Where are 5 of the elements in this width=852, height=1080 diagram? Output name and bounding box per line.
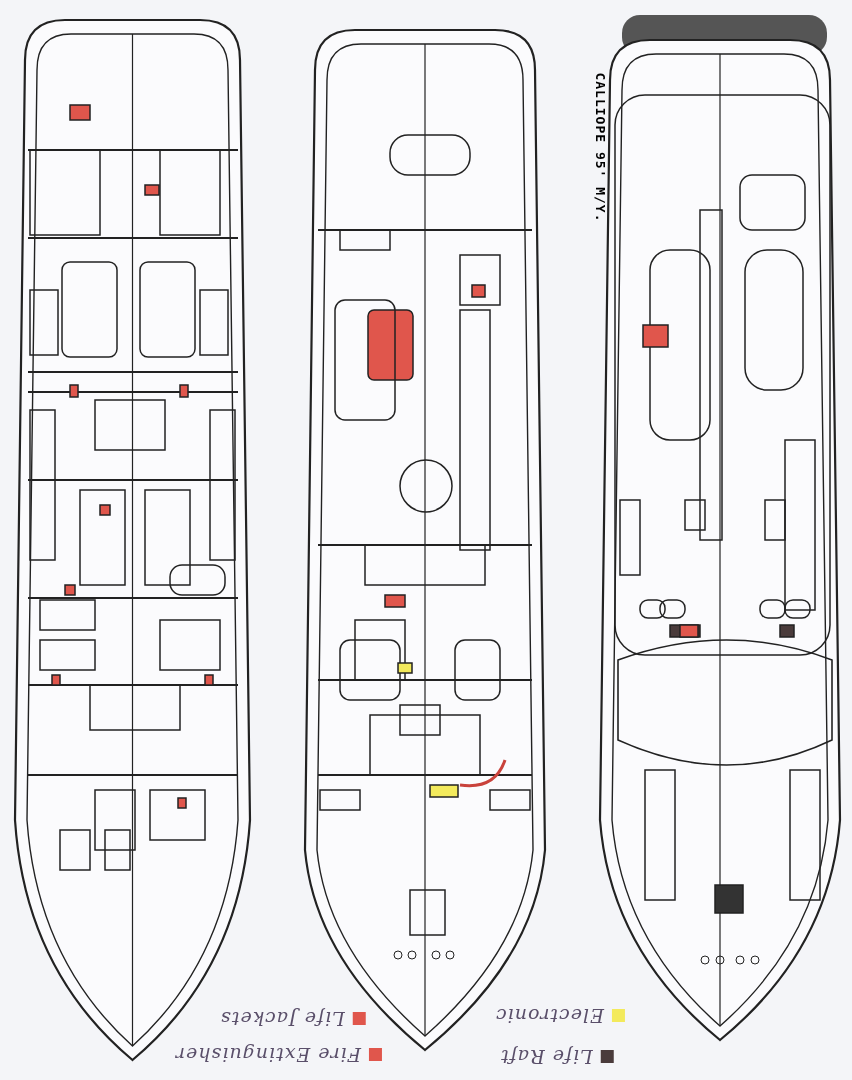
plan-title: CALLIOPE 95' M/Y. xyxy=(592,71,608,225)
legend-label: Fire Extinguisher xyxy=(175,1044,361,1066)
legend-label: Life Raft xyxy=(500,1046,593,1068)
legend-label: Life Jackets xyxy=(220,1008,345,1030)
legend-label: Electronic xyxy=(495,1005,604,1027)
